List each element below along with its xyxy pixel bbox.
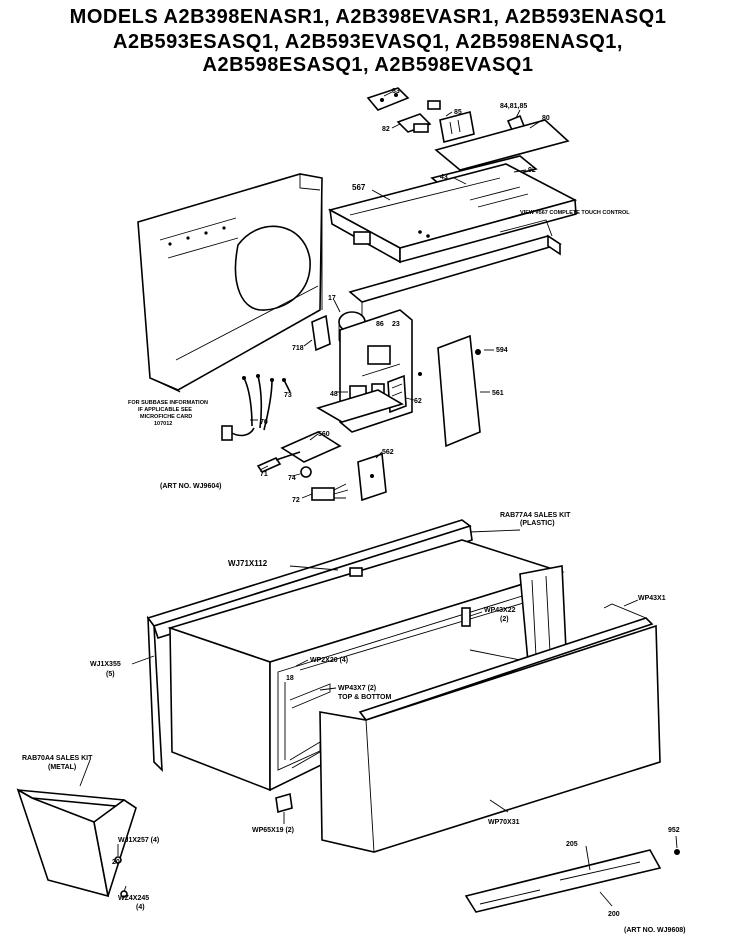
- part-82-plate: [396, 113, 432, 133]
- leader-lines: [79, 91, 678, 907]
- part-567-control-housing: [327, 163, 578, 264]
- part-73-terminal: [282, 378, 291, 393]
- callout-205: 205: [566, 841, 578, 848]
- rab70a4-metal-kit: [16, 788, 137, 898]
- callout-wj71x112: WJ71X112: [228, 559, 268, 568]
- models-title-line-1: MODELS A2B398ENASR1, A2B398EVASR1, A2B59…: [69, 6, 667, 28]
- models-title-line-2: A2B593ESASQ1, A2B593EVASQ1, A2B598ENASQ1…: [113, 31, 623, 53]
- callout-84-81-85: 84,81,85: [500, 103, 527, 110]
- callout-rab77a4: RAB77A4 SALES KIT (PLASTIC): [500, 512, 572, 527]
- callout-wp43x1: WP43X1: [638, 595, 666, 602]
- callout-560: 560: [318, 431, 330, 438]
- callout-952: 952: [668, 827, 680, 834]
- callout-72: 72: [292, 497, 300, 504]
- fan-scroll-panel: [137, 173, 323, 393]
- part-72-connector-block: [311, 483, 349, 501]
- callout-73: 73: [284, 392, 292, 399]
- callout-567: 567: [352, 183, 366, 192]
- part-718-bracket: [311, 314, 331, 352]
- callout-18: 18: [286, 675, 294, 682]
- part-560-plate: [280, 431, 342, 463]
- callout-80: 80: [542, 115, 550, 122]
- part-85-piece: [427, 100, 441, 110]
- wp43x1-trim-strip: [358, 603, 654, 721]
- callout-43: 43: [440, 174, 448, 181]
- callout-71: 71: [260, 471, 268, 478]
- art-no-upper: (ART NO. WJ9604): [160, 483, 221, 490]
- callout-20: 20: [112, 859, 120, 866]
- part-80-touch-panel: [434, 119, 570, 171]
- part-561-side-panel: [418, 334, 481, 448]
- callout-83: 83: [392, 88, 400, 95]
- callout-wp70x31: WP70X31: [488, 819, 520, 826]
- callout-85: 85: [454, 109, 462, 116]
- callout-62: 62: [414, 398, 422, 405]
- wp43x22-bracket: [461, 607, 471, 627]
- part-86-slotted-plate: [439, 111, 475, 143]
- callout-70: 70: [260, 419, 268, 426]
- callout-23: 23: [392, 321, 400, 328]
- callout-wp43x22: WP43X22 (2): [484, 607, 517, 623]
- callout-wj1x257: WJ1X257 (4): [118, 837, 159, 844]
- part-70-power-cord: [221, 374, 274, 441]
- callout-48: 48: [330, 391, 338, 398]
- callout-92: 92: [528, 167, 536, 174]
- part-562-box: [357, 452, 387, 502]
- callout-rab70a4: RAB70A4 SALES KIT (METAL): [22, 755, 94, 771]
- base-tray: [316, 389, 404, 423]
- models-title-line-3: A2B598ESASQ1, A2B598EVASQ1: [202, 54, 534, 76]
- callout-200: 200: [608, 911, 620, 918]
- callout-wj1x355: WJ1X355 (5): [90, 661, 123, 678]
- callout-74: 74: [288, 475, 296, 482]
- chassis-rail: [348, 219, 562, 340]
- callout-718: 718: [292, 345, 304, 352]
- part-205-rail: [464, 849, 662, 913]
- callout-562: 562: [382, 449, 394, 456]
- callout-wz4x245: WZ4X245 (4): [118, 895, 151, 911]
- callout-17: 17: [328, 295, 336, 302]
- part-952-screw: [674, 849, 680, 855]
- rab77a4-side-panel: [519, 565, 567, 664]
- callout-wp43x7: WP43X7 (2) TOP & BOTTOM: [338, 685, 391, 701]
- wp65x19-clip: [275, 792, 293, 814]
- callout-594: 594: [496, 347, 508, 354]
- callout-wp65x19: WP65X19 (2): [252, 827, 294, 834]
- callout-wp2x20: WP2X20 (4): [310, 657, 348, 664]
- part-74-grommet: [300, 466, 312, 478]
- callout-561: 561: [492, 390, 504, 397]
- part-83-bracket: [366, 87, 410, 111]
- subbase-note: FOR SUBBASE INFORMATION IF APPLICABLE SE…: [128, 400, 209, 427]
- wp70x31-front-panel: [319, 624, 661, 853]
- callout-82: 82: [382, 126, 390, 133]
- callout-86-lower: 86: [376, 321, 384, 328]
- art-no-lower: (ART NO. WJ9608): [624, 927, 685, 934]
- view-complete-note: VIEW #567 COMPLETE TOUCH CONTROL: [520, 210, 630, 216]
